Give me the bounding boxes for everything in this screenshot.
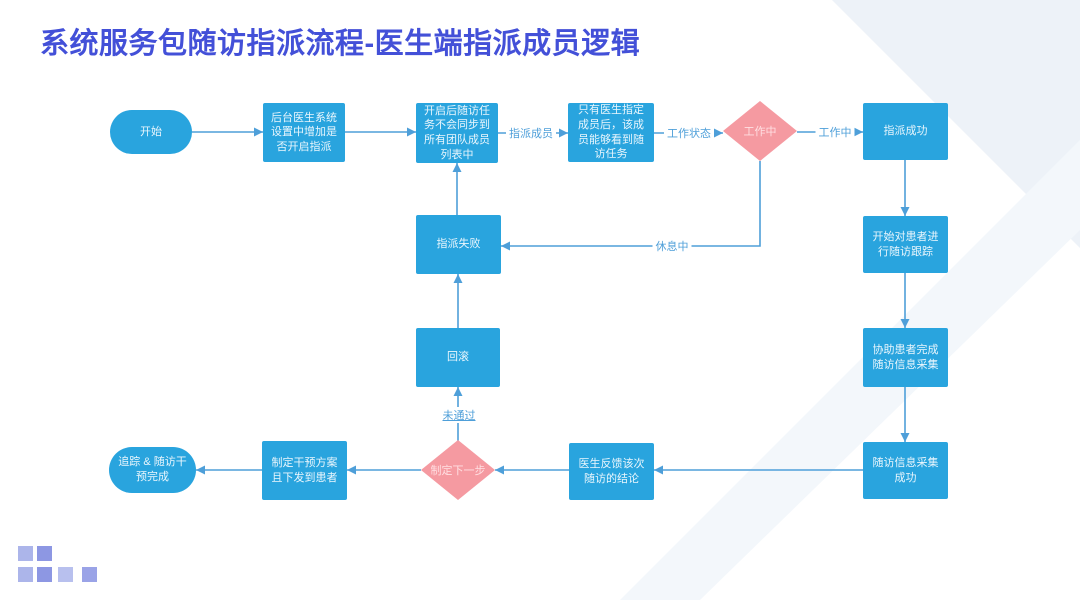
node-only-assigned: 只有医生指定成员后，该成员能够看到随访任务: [568, 103, 654, 162]
decor-square: [58, 567, 73, 582]
decor-stripe: [620, 140, 1080, 600]
node-make-plan-label: 制定干预方案且下发到患者: [271, 456, 338, 484]
node-track-done-label: 追踪 & 随访干预完成: [118, 456, 187, 483]
node-backend-setting-label: 后台医生系统设置中增加是否开启指派: [271, 111, 337, 153]
node-assign-fail-label: 指派失败: [436, 238, 481, 251]
node-start-follow-label: 开始对患者进行随访跟踪: [872, 230, 939, 258]
node-assist-collect-label: 协助患者完成随访信息采集: [872, 343, 939, 371]
node-doctor-feedback-label: 医生反馈该次随访的结论: [578, 457, 645, 485]
decor-square: [37, 546, 52, 561]
node-assign-success-label: 指派成功: [883, 125, 928, 138]
node-rollback: 回滚: [416, 328, 500, 387]
node-no-sync: 开启后随访任务不会同步到所有团队成员列表中: [416, 103, 498, 163]
decision-working-label: 工作中: [743, 126, 777, 138]
node-collect-success: 随访信息采集成功: [863, 442, 948, 499]
edge-label-resting: 休息中: [652, 238, 692, 254]
edge-label-working: 工作中: [815, 124, 855, 140]
decor-square: [18, 546, 33, 561]
edge-decision-resting-to-fail: [501, 161, 761, 251]
edge-label-assign-member: 指派成员: [506, 125, 556, 141]
decision-working-shape: [723, 101, 797, 161]
decision-nextstep-label: 制定下一步: [430, 465, 486, 477]
page-title: 系统服务包随访指派流程-医生端指派成员逻辑: [40, 28, 641, 60]
edge-label-work-status: 工作状态: [664, 125, 714, 141]
decor-square: [82, 567, 97, 582]
edge-label-not-passed: 未通过: [439, 407, 479, 423]
node-start: 开始: [110, 110, 192, 154]
node-rollback-label: 回滚: [447, 351, 469, 364]
node-collect-success-label: 随访信息采集成功: [872, 456, 939, 484]
node-backend-setting: 后台医生系统设置中增加是否开启指派: [263, 103, 345, 162]
node-doctor-feedback: 医生反馈该次随访的结论: [569, 443, 654, 500]
node-start-follow: 开始对患者进行随访跟踪: [863, 216, 948, 273]
node-assign-success: 指派成功: [863, 103, 948, 160]
decor-square: [37, 567, 52, 582]
node-assist-collect: 协助患者完成随访信息采集: [863, 328, 948, 387]
node-only-assigned-label: 只有医生指定成员后，该成员能够看到随访任务: [578, 104, 644, 161]
node-start-label: 开始: [140, 125, 162, 138]
node-make-plan: 制定干预方案且下发到患者: [262, 441, 347, 500]
decision-nextstep-shape: [421, 440, 495, 500]
node-no-sync-label: 开启后随访任务不会同步到所有团队成员列表中: [424, 104, 490, 161]
decor-triangle: [832, 0, 1080, 248]
node-assign-fail: 指派失败: [416, 215, 501, 274]
decor-square: [18, 567, 33, 582]
node-track-done: 追踪 & 随访干预完成: [109, 447, 196, 493]
